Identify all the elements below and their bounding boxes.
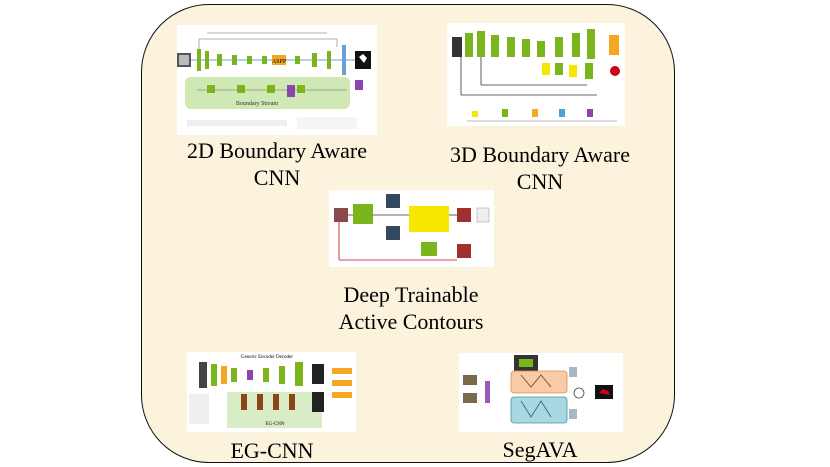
caption-line: Deep Trainable (343, 282, 479, 307)
caption-2d-boundary-aware-cnn: 2D Boundary Aware CNN (157, 137, 397, 191)
diagram-deep-trainable-active-contours (329, 190, 494, 267)
caption-line: 2D Boundary Aware (186, 138, 368, 163)
caption-line: Active Contours (338, 309, 484, 334)
boundary-stream-label: Boundary Stream (236, 101, 278, 107)
caption-line: CNN (253, 165, 301, 190)
caption-eg-cnn: EG-CNN (172, 437, 372, 464)
diagram-segava (459, 353, 623, 432)
caption-line: 3D Boundary Aware (449, 142, 631, 167)
caption-segava: SegAVA (440, 436, 640, 463)
diagram-3d-boundary-aware-cnn (447, 23, 625, 126)
caption-3d-boundary-aware-cnn: 3D Boundary Aware CNN (420, 141, 660, 195)
diagram-2d-boundary-aware-cnn: ASPP Boundary Stream (177, 25, 377, 135)
diagram-eg-cnn: Generic Encoder Decoder EG-CNN (187, 352, 356, 432)
eg-cnn-block-label: EG-CNN (266, 422, 285, 427)
aspp-label: ASPP (272, 59, 287, 65)
generic-encoder-decoder-label: Generic Encoder Decoder (241, 355, 293, 360)
caption-line: EG-CNN (230, 438, 314, 463)
caption-line: CNN (516, 169, 564, 194)
caption-deep-trainable-active-contours: Deep Trainable Active Contours (291, 281, 531, 335)
caption-line: SegAVA (502, 437, 578, 462)
